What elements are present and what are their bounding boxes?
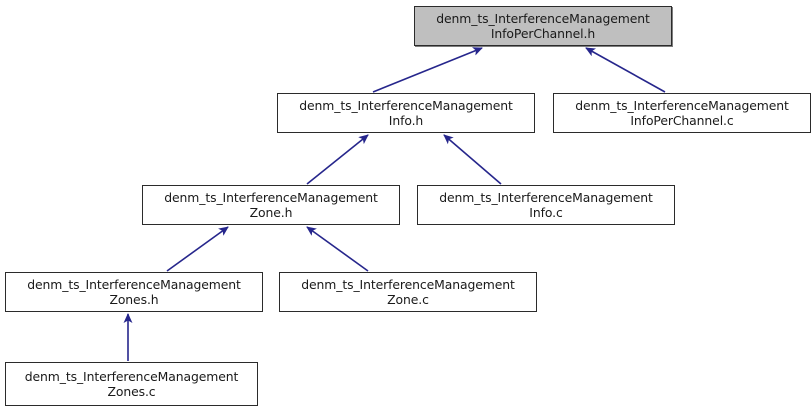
graph-node-n5[interactable]: denm_ts_InterferenceManagement Zones.h bbox=[5, 272, 263, 312]
graph-edge-n3-to-n1 bbox=[306, 134, 369, 185]
graph-node-label: denm_ts_InterferenceManagement Zone.c bbox=[301, 276, 515, 308]
graph-node-label: denm_ts_InterferenceManagement Info.c bbox=[439, 189, 653, 221]
graph-node-label: denm_ts_InterferenceManagement Zones.c bbox=[24, 368, 239, 400]
graph-edge-n6-to-n3 bbox=[306, 226, 369, 272]
graph-node-n0[interactable]: denm_ts_InterferenceManagement InfoPerCh… bbox=[414, 6, 672, 46]
graph-node-label: denm_ts_InterferenceManagement InfoPerCh… bbox=[436, 10, 650, 42]
graph-node-label: denm_ts_InterferenceManagement Zone.h bbox=[164, 189, 378, 221]
graph-node-n2[interactable]: denm_ts_InterferenceManagement InfoPerCh… bbox=[553, 93, 811, 133]
graph-node-n1[interactable]: denm_ts_InterferenceManagement Info.h bbox=[277, 93, 535, 133]
graph-node-label: denm_ts_InterferenceManagement Info.h bbox=[299, 97, 513, 129]
graph-node-n7[interactable]: denm_ts_InterferenceManagement Zones.c bbox=[5, 362, 258, 406]
graph-node-label: denm_ts_InterferenceManagement InfoPerCh… bbox=[575, 97, 789, 129]
graph-node-n3[interactable]: denm_ts_InterferenceManagement Zone.h bbox=[142, 185, 400, 225]
graph-node-label: denm_ts_InterferenceManagement Zones.h bbox=[27, 276, 241, 308]
graph-edge-n2-to-n0 bbox=[585, 47, 666, 93]
graph-edge-n4-to-n1 bbox=[443, 134, 502, 185]
graph-node-n6[interactable]: denm_ts_InterferenceManagement Zone.c bbox=[279, 272, 537, 312]
graph-node-n4[interactable]: denm_ts_InterferenceManagement Info.c bbox=[417, 185, 675, 225]
graph-edge-n1-to-n0 bbox=[372, 47, 483, 93]
graph-edge-n5-to-n3 bbox=[166, 226, 229, 272]
